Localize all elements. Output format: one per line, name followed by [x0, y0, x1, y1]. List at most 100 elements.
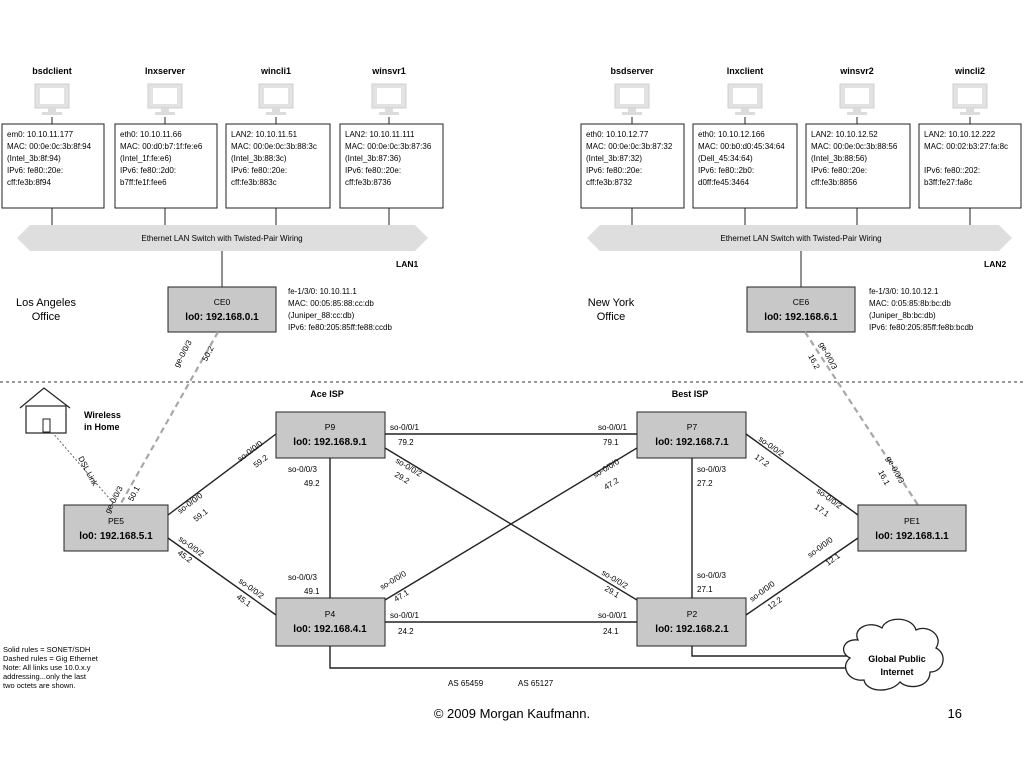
copyright: © 2009 Morgan Kaufmann. [434, 706, 590, 721]
host-info-line: (Intel_3b:88:3c) [231, 154, 287, 163]
interface-label: 59.2 [252, 453, 270, 470]
router-name: CE0 [214, 297, 231, 307]
interface-label: 49.2 [304, 479, 320, 488]
router-ce0: CE0 lo0: 192.168.0.1 [167, 286, 277, 333]
interface-label: 17.1 [813, 502, 831, 519]
as-right-label: AS 65127 [518, 679, 554, 688]
router-name: CE6 [793, 297, 810, 307]
host-name: bsdserver [610, 66, 654, 76]
host-info-line: cff:fe3b:8856 [811, 178, 858, 187]
router-name: P2 [687, 609, 698, 619]
host-name: winsvr2 [839, 66, 874, 76]
router-pe5: PE5 lo0: 192.168.5.1 [63, 504, 169, 552]
host-info-line: IPv6: fe80::20e: [231, 166, 287, 175]
lan2-label: LAN2 [984, 259, 1006, 269]
ce0-info-line: fe-1/3/0: 10.10.11.1 [288, 287, 357, 296]
host-info-line: MAC: 00:b0:d0:45:34:64 [698, 142, 785, 151]
host-info-line: IPv6: fe80::202: [924, 166, 980, 175]
host-bsdclient: bsdclient em0: 10.10.11.177 MAC: 00:0e:0… [1, 66, 105, 209]
legend-line: Note: All links use 10.0.x.y [3, 663, 91, 672]
router-p4: P4 lo0: 192.168.4.1 [275, 597, 386, 647]
host-info-line: IPv6: fe80::2d0: [120, 166, 176, 175]
internet-line2: Internet [880, 667, 913, 677]
office-la-line2: Office [32, 311, 61, 323]
ce0-info-line: (Juniper_88:cc:db) [288, 311, 355, 320]
computer-icon [727, 83, 763, 116]
host-info-line: cff:fe3b:883c [231, 178, 277, 187]
host-winsvr1: winsvr1 LAN2: 10.10.11.111 MAC: 00:0e:0c… [339, 66, 444, 209]
interface-label: so-0/0/3 [288, 465, 317, 474]
interface-label: 17.2 [753, 452, 771, 469]
router-p9: P9 lo0: 192.168.9.1 [275, 411, 386, 459]
router-pe1: PE1 lo0: 192.168.1.1 [857, 504, 967, 552]
lan1-switch-label: Ethernet LAN Switch with Twisted-Pair Wi… [141, 234, 302, 243]
interface-labels: ge-0/0/3 50.2 ge-0/0/3 16.2 ge-0/0/3 50.… [103, 338, 906, 636]
host-wincli1: wincli1 LAN2: 10.10.11.51 MAC: 00:0e:0c:… [225, 66, 331, 209]
host-name: wincli2 [954, 66, 985, 76]
host-info-line: b3ff:fe27:fa8c [924, 178, 972, 187]
interface-label: 24.1 [603, 627, 619, 636]
router-loopback: lo0: 192.168.0.1 [185, 312, 259, 323]
router-name: P4 [325, 609, 336, 619]
host-info-line: MAC: 00:0e:0c:3b:87:36 [345, 142, 432, 151]
computer-icon [371, 83, 407, 116]
host-name: lnxclient [727, 66, 764, 76]
router-name: P7 [687, 422, 698, 432]
host-info-line: (Dell_45:34:64) [698, 154, 753, 163]
host-info-line: (Intel_1f:fe:e6) [120, 154, 172, 163]
ce0-info: fe-1/3/0: 10.10.11.1 MAC: 00:05:85:88:cc… [288, 287, 392, 332]
host-name: wincli1 [260, 66, 291, 76]
internet-line1: Global Public [868, 654, 926, 664]
host-info-line: (Intel_3b:87:36) [345, 154, 401, 163]
router-loopback: lo0: 192.168.6.1 [764, 312, 838, 323]
host-info-line: (Intel_3b:8f:94) [7, 154, 61, 163]
router-loopback: lo0: 192.168.1.1 [875, 531, 949, 542]
lan2-switch-band [587, 225, 1012, 251]
computer-icon [952, 83, 988, 116]
ce6-info-line: MAC: 0:05:85:8b:bc:db [869, 299, 951, 308]
host-winsvr2: winsvr2 LAN2: 10.10.12.52 MAC: 00:0e:0c:… [805, 66, 911, 209]
interface-label: so-0/0/0 [591, 457, 621, 480]
interface-label: 50.2 [201, 344, 217, 362]
host-info-line: cff:fe3b:8736 [345, 178, 392, 187]
router-p7: P7 lo0: 192.168.7.1 [636, 411, 747, 459]
gig-ethernet-links [119, 331, 919, 506]
host-info-line: eth0: 10.10.11.66 [120, 130, 182, 139]
computer-icon [34, 83, 70, 116]
host-drop-lines [51, 208, 971, 225]
office-la-line1: Los Angeles [16, 297, 76, 309]
host-info-line: MAC: 00:d0:b7:1f:fe:e6 [120, 142, 203, 151]
router-name: PE1 [904, 516, 920, 526]
interface-label: 16.1 [876, 469, 892, 487]
host-name: bsdclient [32, 66, 72, 76]
computer-icon [839, 83, 875, 116]
interface-label: 27.2 [697, 479, 713, 488]
legend: Solid rules = SONET/SDH Dashed rules = G… [3, 645, 99, 690]
interface-label: 47.2 [602, 476, 620, 492]
wireless-home-line2: in Home [84, 422, 120, 432]
host-name: lnxserver [145, 66, 186, 76]
interface-label: 12.1 [824, 551, 842, 568]
legend-line: addressing...only the last [3, 672, 87, 681]
ce0-info-line: IPv6: fe80:205:85ff:fe88:ccdb [288, 323, 392, 332]
interface-label: ge-0/0/3 [172, 338, 194, 369]
host-lnxclient: lnxclient eth0: 10.10.12.166 MAC: 00:b0:… [692, 66, 798, 209]
host-info-line: eth0: 10.10.12.166 [698, 130, 765, 139]
host-info-line: LAN2: 10.10.11.51 [231, 130, 298, 139]
interface-label: 79.2 [398, 438, 414, 447]
wireless-home-line1: Wireless [84, 410, 121, 420]
host-lnxserver: lnxserver eth0: 10.10.11.66 MAC: 00:d0:b… [114, 66, 218, 209]
legend-line: two octets are shown. [3, 681, 76, 690]
host-info-line: d0ff:fe45:3464 [698, 178, 750, 187]
host-bsdserver: bsdserver eth0: 10.10.12.77 MAC: 00:0e:0… [580, 66, 685, 209]
router-loopback: lo0: 192.168.7.1 [655, 437, 729, 448]
page-number: 16 [948, 706, 962, 721]
interface-label: so-0/0/1 [598, 423, 627, 432]
dsl-link [51, 431, 116, 506]
cloud-icon [842, 618, 944, 691]
router-name: PE5 [108, 516, 124, 526]
ce6-info-line: fe-1/3/0: 10.10.12.1 [869, 287, 939, 296]
interface-label: 50.1 [127, 484, 143, 502]
office-ny-line2: Office [597, 311, 626, 323]
